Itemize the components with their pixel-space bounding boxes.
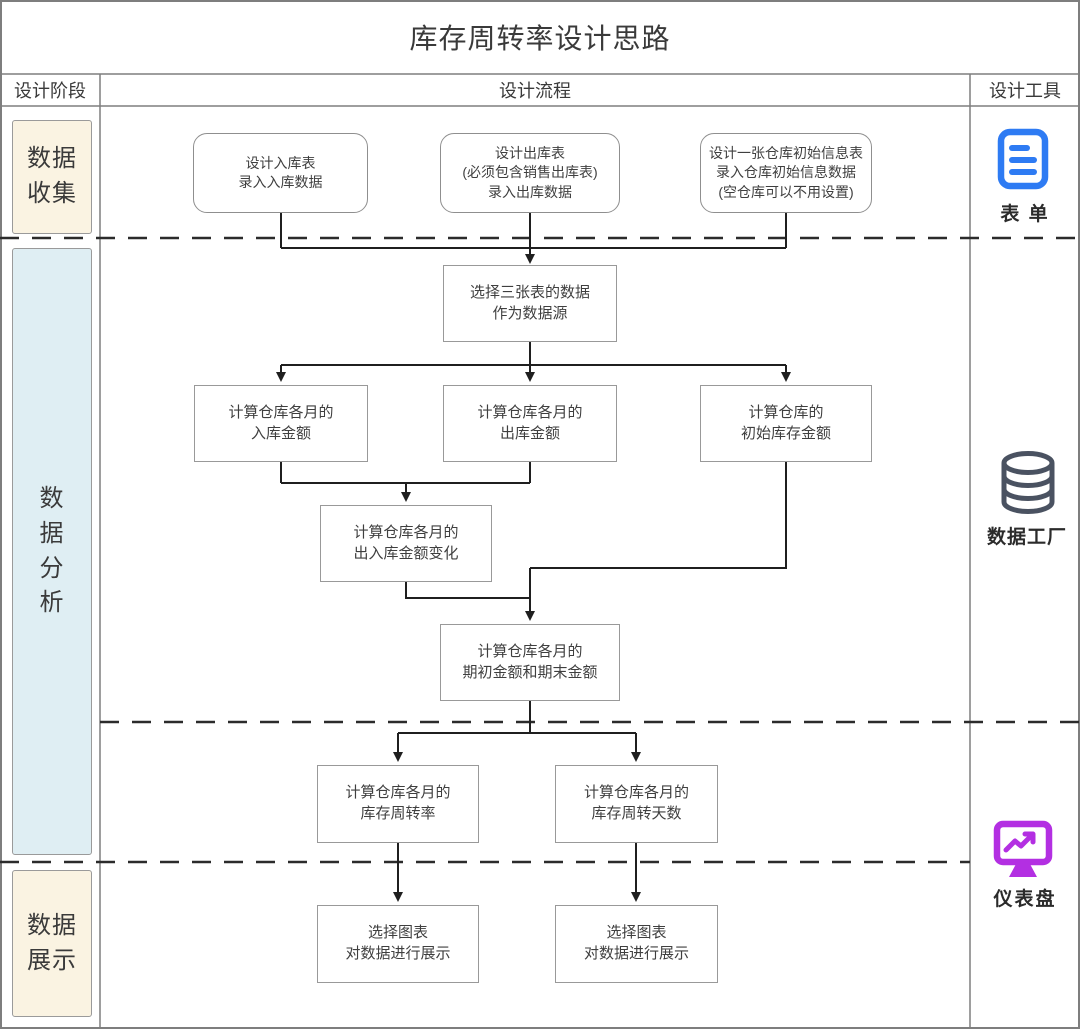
node-design-inbound-table: 设计入库表 录入入库数据 bbox=[193, 133, 368, 213]
node-design-initial-info-table: 设计一张仓库初始信息表 录入仓库初始信息数据 (空仓库可以不用设置) bbox=[700, 133, 872, 213]
dashboard-tool-label: 仪表盘 bbox=[993, 888, 1057, 910]
node-inout-amount-change: 计算仓库各月的 出入库金额变化 bbox=[320, 505, 492, 582]
flow-arrows bbox=[276, 213, 791, 902]
node-initial-stock-amount: 计算仓库的 初始库存金额 bbox=[700, 385, 872, 462]
node-monthly-inbound-amount: 计算仓库各月的 入库金额 bbox=[194, 385, 368, 462]
phase-data-collect: 数据 收集 bbox=[12, 120, 92, 234]
column-header-tools: 设计工具 bbox=[989, 81, 1061, 101]
node-turnover-rate: 计算仓库各月的 库存周转率 bbox=[317, 765, 479, 843]
form-document-icon bbox=[997, 128, 1049, 190]
node-turnover-days: 计算仓库各月的 库存周转天数 bbox=[555, 765, 718, 843]
dashboard-monitor-icon bbox=[993, 820, 1053, 877]
database-icon bbox=[1001, 451, 1055, 514]
node-monthly-outbound-amount: 计算仓库各月的 出库金额 bbox=[443, 385, 617, 462]
column-header-process: 设计流程 bbox=[499, 81, 571, 101]
form-tool-label: 表 单 bbox=[1000, 203, 1050, 225]
page-title: 库存周转率设计思路 bbox=[409, 23, 671, 54]
node-design-outbound-table: 设计出库表 (必须包含销售出库表) 录入出库数据 bbox=[440, 133, 620, 213]
node-select-datasource: 选择三张表的数据 作为数据源 bbox=[443, 265, 617, 342]
node-chart-display-days: 选择图表 对数据进行展示 bbox=[555, 905, 718, 983]
phase-divider-dashed-lines bbox=[0, 236, 1080, 864]
column-header-phase: 设计阶段 bbox=[14, 81, 86, 101]
phase-data-analyze: 数 据 分 析 bbox=[12, 248, 92, 855]
node-chart-display-rate: 选择图表 对数据进行展示 bbox=[317, 905, 479, 983]
node-opening-closing-amount: 计算仓库各月的 期初金额和期末金额 bbox=[440, 624, 620, 701]
phase-data-display: 数据 展示 bbox=[12, 870, 92, 1017]
data-factory-tool-label: 数据工厂 bbox=[986, 526, 1067, 548]
